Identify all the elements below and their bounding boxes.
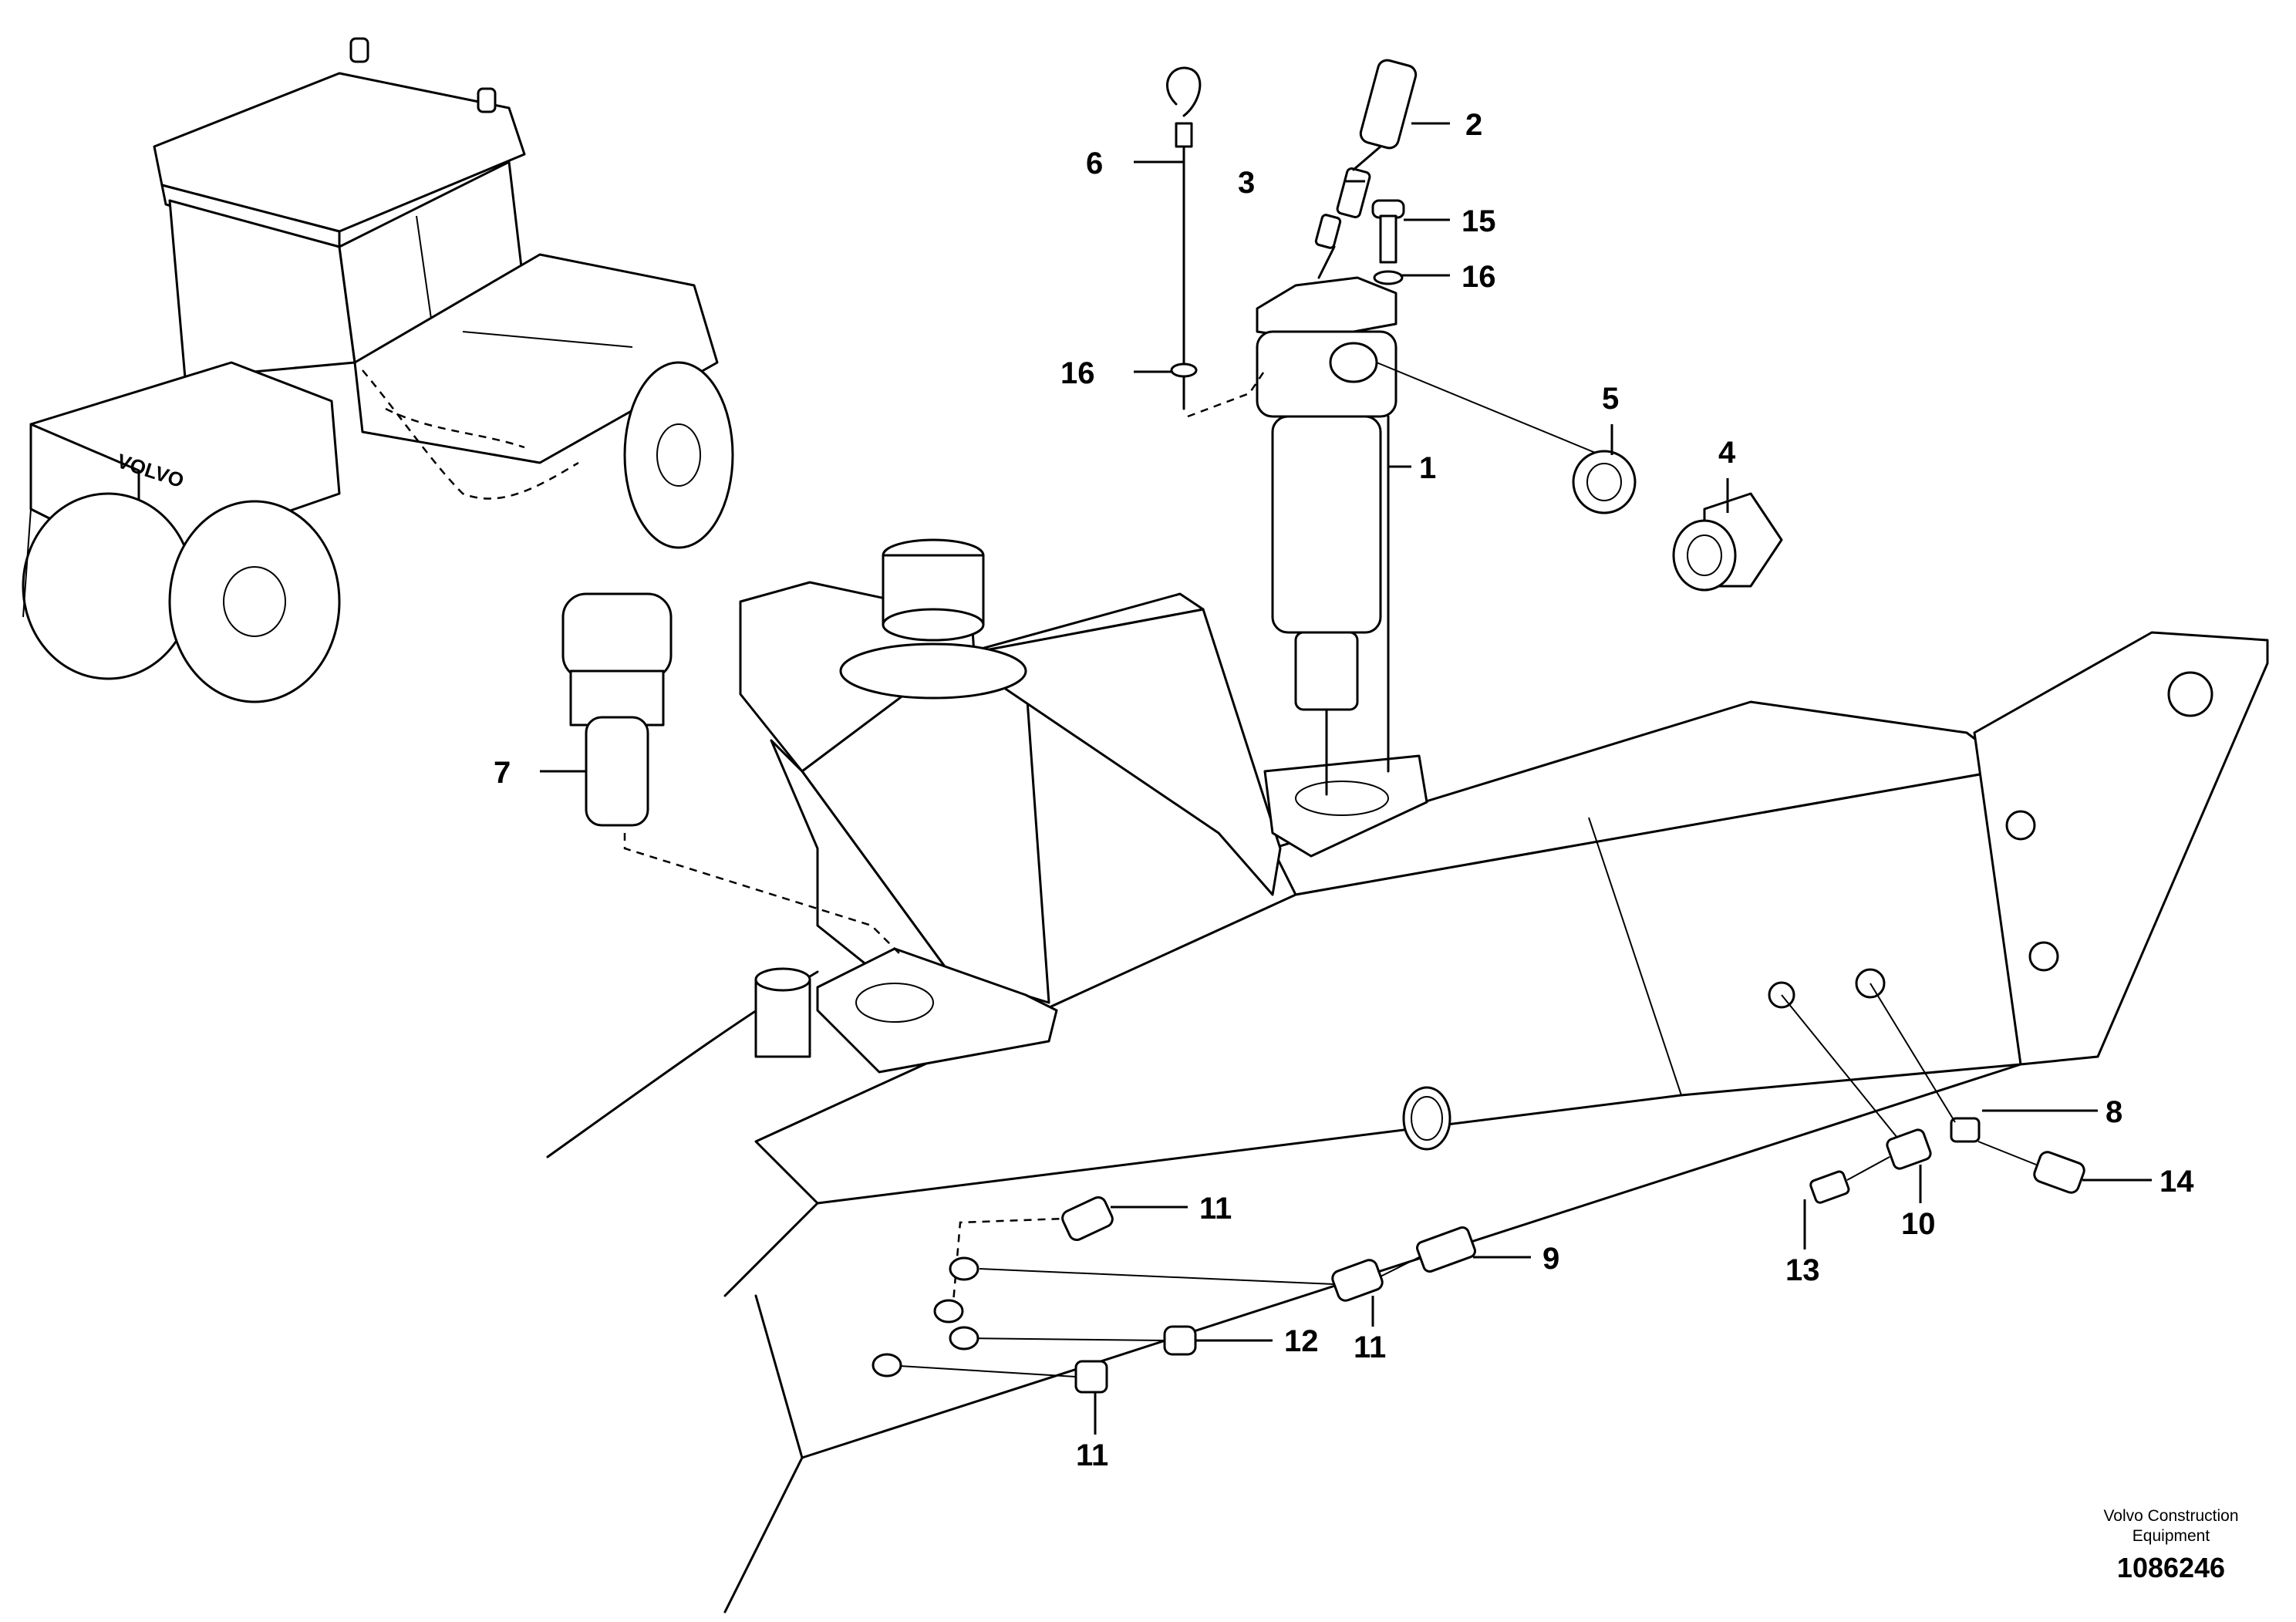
hydraulic-filter-icon [1256,276,1620,796]
callout-15: 15 [1462,204,1496,238]
cap-icon [1572,450,1783,592]
callout-16-left: 16 [1060,356,1095,390]
callout-11-bottom: 11 [1076,1438,1108,1472]
machine-frame [546,631,2269,1614]
callout-11-middle: 11 [1354,1330,1386,1364]
callout-2: 2 [1465,108,1482,142]
callout-13: 13 [1785,1253,1820,1287]
callout-7: 7 [494,756,511,790]
tank-tower [739,538,1428,1074]
callout-11-top: 11 [1199,1192,1232,1226]
company-name-line1: Volvo Construction [2103,1507,2238,1525]
company-name-line2: Equipment [2132,1527,2210,1545]
drawing-footer: Volvo Construction Equipment 1086246 [2103,1507,2238,1583]
callout-6: 6 [1086,147,1103,180]
pressure-sensor-icon [1314,59,1418,279]
fitting-icon [872,983,2085,1394]
breather-icon [561,592,903,957]
drawing-number: 1086246 [2117,1552,2225,1583]
callout-10: 10 [1901,1207,1936,1241]
callout-12: 12 [1284,1324,1319,1358]
callout-9: 9 [1542,1242,1559,1276]
callout-labels: 2 3 6 15 16 16 5 4 1 7 8 9 10 13 14 11 1… [494,108,2194,1472]
callout-16-top: 16 [1462,260,1496,294]
washer-icon [1373,270,1404,285]
leader-lines [540,122,2152,1435]
callout-3: 3 [1238,166,1255,200]
callout-8: 8 [2106,1095,2122,1129]
compactor-machine-icon: VOLVO [22,37,734,703]
callout-1: 1 [1419,451,1436,485]
bolt-shank [1379,214,1397,264]
callout-4: 4 [1718,436,1736,470]
callout-14: 14 [2159,1165,2194,1199]
dipstick-icon [1166,66,1266,418]
callout-5: 5 [1602,382,1619,416]
